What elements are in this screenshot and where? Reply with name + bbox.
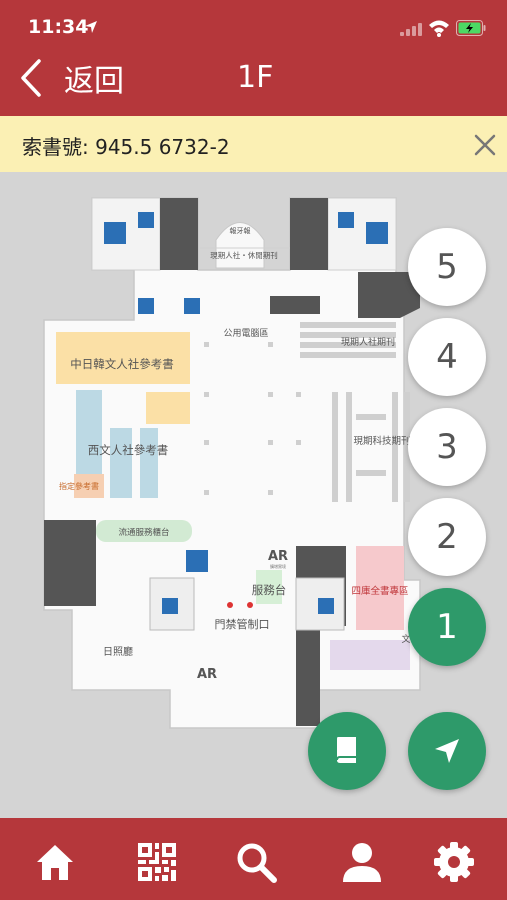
book-button[interactable] [308,712,386,790]
bottom-nav [0,818,507,900]
svg-text:AR: AR [268,549,288,564]
nav-profile[interactable] [340,840,384,884]
navigate-button[interactable] [408,712,486,790]
chevron-left-icon [21,59,41,97]
location-arrow-icon [85,21,97,33]
floor-button-5[interactable]: 5 [408,228,486,306]
navigation-arrow-icon [435,739,459,763]
battery-icon [456,20,486,36]
book-icon [336,737,356,763]
nav-qr[interactable] [135,840,179,884]
map-label-access-gate: 門禁管制口 [215,617,270,631]
map-label-wen: 文 [401,633,410,645]
back-label: 返回 [64,64,124,99]
floor-map[interactable]: AR AR 報牙報 現期人社・休閒期刊 公用電腦區 現期人社期刊 中日韓文人社參… [0,172,507,818]
nav-search[interactable] [234,840,278,884]
map-label-circulation-desk: 流通服務櫃台 [118,527,169,538]
gear-icon [434,842,474,882]
floor-button-4[interactable]: 4 [408,318,486,396]
nav-home[interactable] [33,840,77,884]
map-label-public-computers: 公用電腦區 [223,327,268,339]
close-icon[interactable] [470,130,500,160]
map-label-sunshine-hall: 日照廳 [103,645,133,658]
user-icon [343,843,381,882]
map-label-ar: 擴增實境 [270,563,286,569]
page-title: 1F [237,60,274,95]
status-time: 11:34 [28,16,89,38]
cellular-signal-icon [400,23,422,36]
map-label-service-desk: 服務台 [252,583,287,597]
floor-button-3[interactable]: 3 [408,408,486,486]
call-number-bar: 索書號: 945.5 6732-2 [0,116,507,172]
wifi-icon [429,20,449,37]
status-bar: 11:34 [0,0,507,56]
floor-button-1[interactable]: 1 [408,588,486,666]
map-label-siku: 四庫全書專區 [351,585,408,597]
floor-button-2[interactable]: 2 [408,498,486,576]
map-label-western-reference: 西文人社參考書 [88,443,169,457]
back-button[interactable]: 返回 [20,56,140,100]
app-header: 11:34 返回 1F [0,0,507,116]
home-icon [37,845,73,880]
map-label-social-periodicals: 現期人社期刊 [341,336,395,348]
search-icon [237,843,277,883]
map-label-sci-periodicals: 現期科技期刊 [353,435,410,447]
building-floorplan: AR AR [43,197,421,729]
map-label-current-periodicals: 現期人社・休閒期刊 [210,250,278,260]
nav-settings[interactable] [432,840,476,884]
call-number-text: 索書號: 945.5 6732-2 [22,135,230,159]
map-label-newspaper: 報牙報 [230,227,251,235]
svg-text:AR: AR [197,667,217,682]
map-label-assigned-reference: 指定參考書 [59,481,99,491]
map-label-cjk-reference: 中日韓文人社參考書 [70,357,174,371]
qr-code-icon [138,843,176,881]
